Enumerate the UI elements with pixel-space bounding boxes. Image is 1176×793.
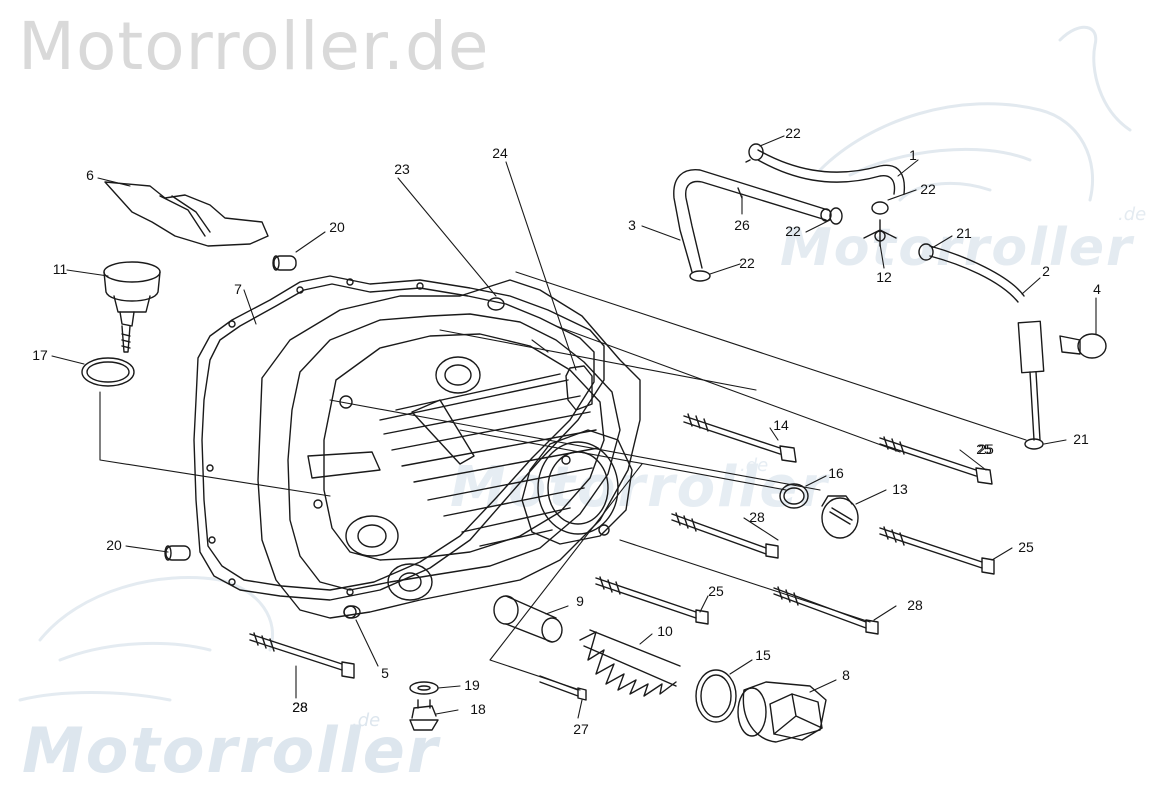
dipstick-cap (103, 261, 161, 353)
part-label-22: 22 (739, 255, 755, 271)
watermark-middle: Motorroller (450, 455, 830, 520)
part-label-13: 13 (892, 481, 908, 497)
scooter-watermark-right (818, 25, 1132, 202)
bolt-28-left (249, 632, 355, 679)
bolt-25-upper (879, 436, 993, 485)
part-label-28: 28 (907, 597, 923, 613)
bolt-28-mid (671, 512, 779, 559)
hose-2 (929, 245, 1045, 441)
drain-boss-5 (343, 605, 361, 619)
part-label-9: 9 (576, 593, 584, 609)
part-label-19: 19 (464, 677, 480, 693)
part-label-28: 28 (292, 699, 308, 715)
washer-19 (409, 681, 439, 695)
part-label-26: 26 (734, 217, 750, 233)
part-label-6: 6 (86, 167, 94, 183)
bolt-27 (539, 675, 587, 701)
bolt-28-right (773, 586, 879, 635)
part-label-2: 2 (1042, 263, 1050, 279)
dowel-pin-bottom (164, 545, 191, 561)
part-label-25: 25 (708, 583, 724, 599)
watermark-bottom-suffix: .de (352, 710, 381, 731)
part-label-21: 21 (956, 225, 972, 241)
part-label-22: 22 (785, 223, 801, 239)
heat-shield-plate (104, 181, 269, 247)
part-label-20: 20 (329, 219, 345, 235)
part-label-16: 16 (828, 465, 844, 481)
bolt-18 (409, 699, 439, 731)
part-label-4: 4 (1093, 281, 1101, 297)
guide-pin-9 (493, 595, 563, 643)
watermark-right-suffix: .de (1118, 204, 1147, 225)
part-label-10: 10 (657, 623, 673, 639)
o-ring-15 (695, 669, 737, 723)
drain-plug-8 (737, 681, 827, 743)
part-label-22: 22 (920, 181, 936, 197)
part-label-27: 27 (573, 721, 589, 737)
part-label-21: 21 (1073, 431, 1089, 447)
part-label-17: 17 (32, 347, 48, 363)
breather-hose-3 (673, 169, 832, 273)
part-label-22: 22 (785, 125, 801, 141)
watermark-top: Motorroller.de (18, 8, 490, 85)
hose-clamp (745, 143, 764, 163)
bolt-14 (683, 413, 797, 463)
hose-clamp (829, 207, 843, 225)
hose-clamp (871, 201, 889, 215)
part-label-23: 23 (394, 161, 410, 177)
scooter-watermark-left (18, 576, 275, 702)
part-label-8: 8 (842, 667, 850, 683)
hose-clamp (1024, 438, 1044, 450)
part-label-15: 15 (755, 647, 771, 663)
o-ring-17 (81, 357, 135, 387)
assembly-lines (99, 271, 1027, 691)
part-label-25: 25 (978, 441, 994, 457)
part-label-18: 18 (470, 701, 486, 717)
bolt-25-lower (595, 576, 709, 625)
dowel-pin-top (272, 255, 297, 271)
watermark-middle-suffix: .de (740, 455, 769, 476)
part-label-28: 28 (749, 509, 765, 525)
part-label-1: 1 (909, 147, 917, 163)
part-label-14: 14 (773, 417, 789, 433)
leader-lines (51, 135, 1097, 719)
o-ring-16 (779, 483, 809, 509)
screw-plug-4 (1059, 333, 1107, 359)
part-label-12: 12 (876, 269, 892, 285)
bolt-25-right (879, 526, 995, 575)
part-label-24: 24 (492, 145, 508, 161)
watermark-right: Motorroller (780, 218, 1134, 278)
hose-clamp (918, 243, 934, 261)
slotted-plug-13 (821, 495, 859, 539)
part-label-25: 25 (976, 441, 992, 457)
cover-gasket (193, 275, 605, 601)
part-label-20: 20 (106, 537, 122, 553)
t-fitting (863, 219, 897, 247)
part-label-5: 5 (381, 665, 389, 681)
part-label-7: 7 (234, 281, 242, 297)
hose-clamp (689, 270, 711, 282)
spring-10 (579, 629, 681, 697)
breather-hose-1 (757, 149, 906, 195)
part-label-3: 3 (628, 217, 636, 233)
crankcase-cover (257, 279, 641, 619)
watermark-bottom: Motorroller (22, 714, 440, 787)
part-label-25: 25 (1018, 539, 1034, 555)
part-label-28: 28 (292, 699, 308, 715)
part-label-11: 11 (53, 261, 68, 277)
